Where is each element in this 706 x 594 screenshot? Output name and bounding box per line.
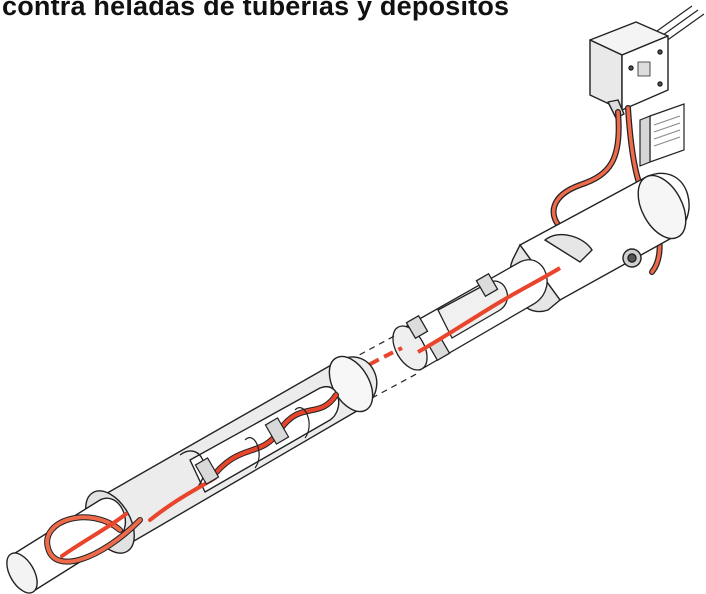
heating-cable-loop (44, 512, 143, 565)
heating-cable (417, 266, 562, 354)
pipe-gap (349, 333, 421, 399)
cable-clamp (405, 314, 429, 340)
cable-clamps (194, 407, 310, 485)
screw-icon (657, 81, 663, 87)
cable-clamp (475, 272, 499, 298)
screw-icon (657, 49, 663, 55)
junction-box (589, 21, 669, 119)
page-title: contra heladas de tuberías y depósitos (2, 0, 510, 21)
warning-label (639, 103, 685, 167)
screw-icon (628, 65, 634, 71)
pipe-segment-middle (392, 259, 548, 371)
